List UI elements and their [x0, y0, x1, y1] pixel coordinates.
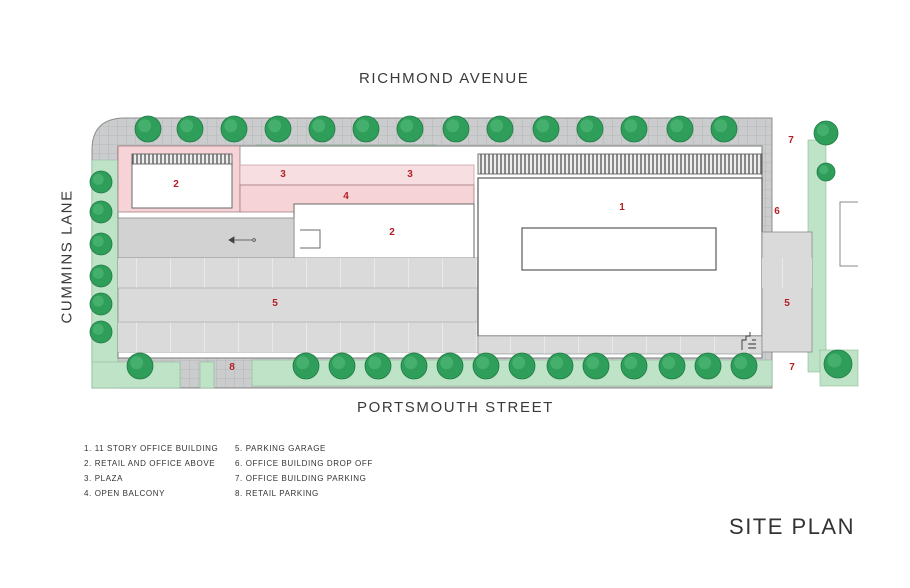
zone-label-2b: 2 [389, 227, 395, 238]
tree-icon [89, 232, 113, 256]
tree-icon [658, 352, 686, 380]
tree-icon [442, 115, 470, 143]
parking-garage-right [761, 231, 813, 353]
stair-icon [741, 332, 756, 350]
tree-icon [508, 352, 536, 380]
office-stalls-south [477, 335, 763, 355]
site-plan-drawing: 1 2 2 3 3 4 5 5 6 7 7 8 [89, 115, 859, 389]
zone-label-3a: 3 [280, 169, 286, 180]
tree-icon [532, 115, 560, 143]
tree-icon [308, 115, 336, 143]
tree-icon [176, 115, 204, 143]
street-label-west: CUMMINS LANE [58, 189, 76, 324]
tree-icon [620, 352, 648, 380]
legend-item: 1. 11 STORY OFFICE BUILDING [84, 444, 219, 453]
zone-label-2a: 2 [173, 179, 179, 190]
tree-icon [486, 115, 514, 143]
office-canopy [477, 153, 763, 175]
tree-icon [582, 352, 610, 380]
legend-column-2: 5. PARKING GARAGE 6. OFFICE BUILDING DRO… [235, 441, 373, 501]
retail-building-2b [293, 203, 475, 259]
tree-icon [89, 170, 113, 194]
tree-icon [400, 352, 428, 380]
zone-label-5a: 5 [272, 298, 278, 309]
tree-icon [134, 115, 162, 143]
trees [89, 115, 853, 380]
tree-icon [694, 352, 722, 380]
tree-icon [220, 115, 248, 143]
tree-icon [89, 320, 113, 344]
tree-icon [472, 352, 500, 380]
legend-item: 4. OPEN BALCONY [84, 489, 166, 498]
legend-item: 5. PARKING GARAGE [235, 444, 326, 453]
legend-column-1: 1. 11 STORY OFFICE BUILDING 2. RETAIL AN… [84, 441, 218, 501]
tree-icon [710, 115, 738, 143]
page-title: SITE PLAN [729, 514, 855, 539]
parking-stalls-top [118, 258, 478, 288]
legend-item: 7. OFFICE BUILDING PARKING [235, 474, 367, 483]
legend-item: 6. OFFICE BUILDING DROP OFF [235, 459, 373, 468]
legend-item: 2. RETAIL AND OFFICE ABOVE [84, 459, 216, 468]
tree-icon [89, 200, 113, 224]
tree-icon [620, 115, 648, 143]
street-label-south: PORTSMOUTH STREET [357, 399, 554, 416]
tree-icon [364, 352, 392, 380]
tree-icon [352, 115, 380, 143]
zone-label-7a: 7 [788, 135, 794, 146]
tree-icon [813, 120, 839, 146]
tree-icon [292, 352, 320, 380]
tree-icon [546, 352, 574, 380]
legend-item: 3. PLAZA [84, 474, 124, 483]
tree-icon [816, 162, 836, 182]
office-core [521, 227, 717, 271]
tree-icon [89, 292, 113, 316]
tree-icon [730, 352, 758, 380]
tree-icon [328, 352, 356, 380]
retail-canopy [131, 153, 233, 165]
tree-icon [823, 349, 853, 379]
tree-icon [666, 115, 694, 143]
zone-label-7b: 7 [789, 362, 795, 373]
plaza-3 [239, 164, 475, 186]
legend-item: 8. RETAIL PARKING [235, 489, 319, 498]
tree-icon [436, 352, 464, 380]
drop-off-arrow-icon [228, 236, 256, 244]
parking-stalls-bottom [118, 322, 478, 352]
tree-icon [396, 115, 424, 143]
zone-label-6: 6 [774, 206, 780, 217]
street-label-north: RICHMOND AVENUE [359, 70, 530, 87]
building-notch [300, 229, 321, 249]
tree-icon [576, 115, 604, 143]
zone-label-3b: 3 [407, 169, 413, 180]
zone-label-5b: 5 [784, 298, 790, 309]
parking-stalls-right [762, 258, 812, 288]
zone-label-8: 8 [229, 362, 235, 373]
zone-label-4: 4 [343, 191, 349, 202]
zone-label-1: 1 [619, 202, 625, 213]
tree-icon [264, 115, 292, 143]
tree-icon [126, 352, 154, 380]
tree-icon [89, 264, 113, 288]
retail-building-2a [131, 161, 233, 209]
garage-ramp [117, 217, 295, 259]
adjacent-building [839, 201, 858, 267]
